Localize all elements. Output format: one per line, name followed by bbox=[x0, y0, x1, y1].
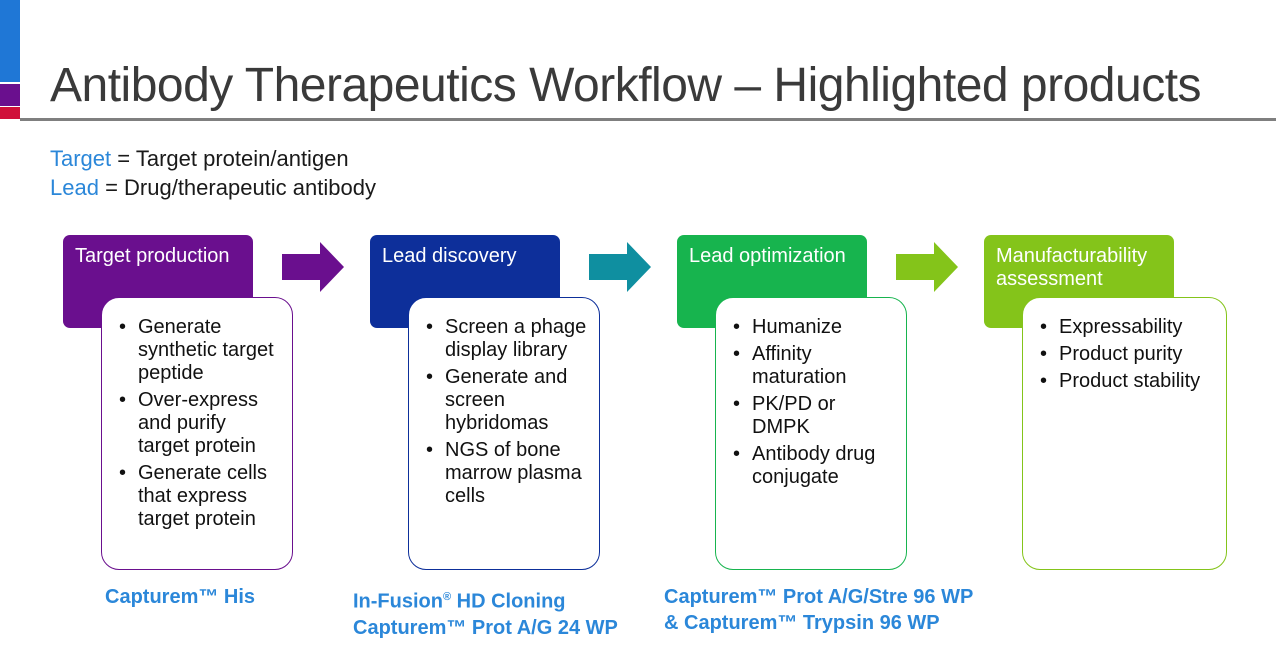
legend-target-key: Target bbox=[50, 146, 112, 171]
list-item: Product purity bbox=[1037, 343, 1216, 366]
accent-bar-blue bbox=[0, 0, 20, 82]
list-item: NGS of bone marrow plasma cells bbox=[423, 439, 589, 508]
list-item: Humanize bbox=[730, 316, 896, 339]
list-item: PK/PD or DMPK bbox=[730, 393, 896, 439]
accent-bar-purple bbox=[0, 84, 20, 106]
step-body-target-production: Generate synthetic target peptide Over-e… bbox=[101, 297, 293, 570]
list-item: Generate synthetic target peptide bbox=[116, 316, 282, 385]
list-item: Screen a phage display library bbox=[423, 316, 589, 362]
list-item: Expressability bbox=[1037, 316, 1216, 339]
list-item: Affinity maturation bbox=[730, 343, 896, 389]
product-capturem-his: Capturem™ His bbox=[105, 586, 256, 608]
step-body-lead-discovery: Screen a phage display library Generate … bbox=[408, 297, 600, 570]
arrow-right-icon bbox=[589, 242, 651, 292]
legend-target-text: = Target protein/antigen bbox=[111, 146, 349, 171]
step-body-manufacturability-assessment: Expressability Product purity Product st… bbox=[1022, 297, 1227, 570]
legend-lead-key: Lead bbox=[50, 175, 99, 200]
arrow-right-icon bbox=[896, 242, 958, 292]
accent-bar-red bbox=[0, 107, 20, 119]
list-item: Generate and screen hybridomas bbox=[423, 366, 589, 435]
list-item: Over-express and purify target protein bbox=[116, 389, 282, 458]
product-capturem-trypsin-96: & Capturem™ Trypsin 96 WP bbox=[664, 612, 940, 634]
list-item: Product stability bbox=[1037, 370, 1216, 393]
product-capturem-prot-ags-96: Capturem™ Prot A/G/Stre 96 WP bbox=[664, 586, 974, 608]
legend-target: Target = Target protein/antigen bbox=[50, 146, 349, 172]
slide-title: Antibody Therapeutics Workflow – Highlig… bbox=[50, 59, 1202, 112]
arrow-right-icon bbox=[282, 242, 344, 292]
products-target-production: Capturem™ His bbox=[105, 584, 255, 610]
list-item: Antibody drug conjugate bbox=[730, 443, 896, 489]
legend-lead: Lead = Drug/therapeutic antibody bbox=[50, 175, 376, 201]
products-lead-discovery: In-Fusion® HD Cloning Capturem™ Prot A/G… bbox=[353, 584, 618, 641]
step-body-lead-optimization: Humanize Affinity maturation PK/PD or DM… bbox=[715, 297, 907, 570]
products-lead-optimization: Capturem™ Prot A/G/Stre 96 WP & Capturem… bbox=[664, 584, 973, 636]
product-capturem-prot-ag-24: Capturem™ Prot A/G 24 WP bbox=[353, 616, 618, 639]
title-divider bbox=[20, 118, 1276, 121]
product-infusion: In-Fusion® HD Cloning bbox=[353, 590, 566, 613]
legend-lead-text: = Drug/therapeutic antibody bbox=[98, 175, 376, 200]
list-item: Generate cells that express target prote… bbox=[116, 462, 282, 531]
